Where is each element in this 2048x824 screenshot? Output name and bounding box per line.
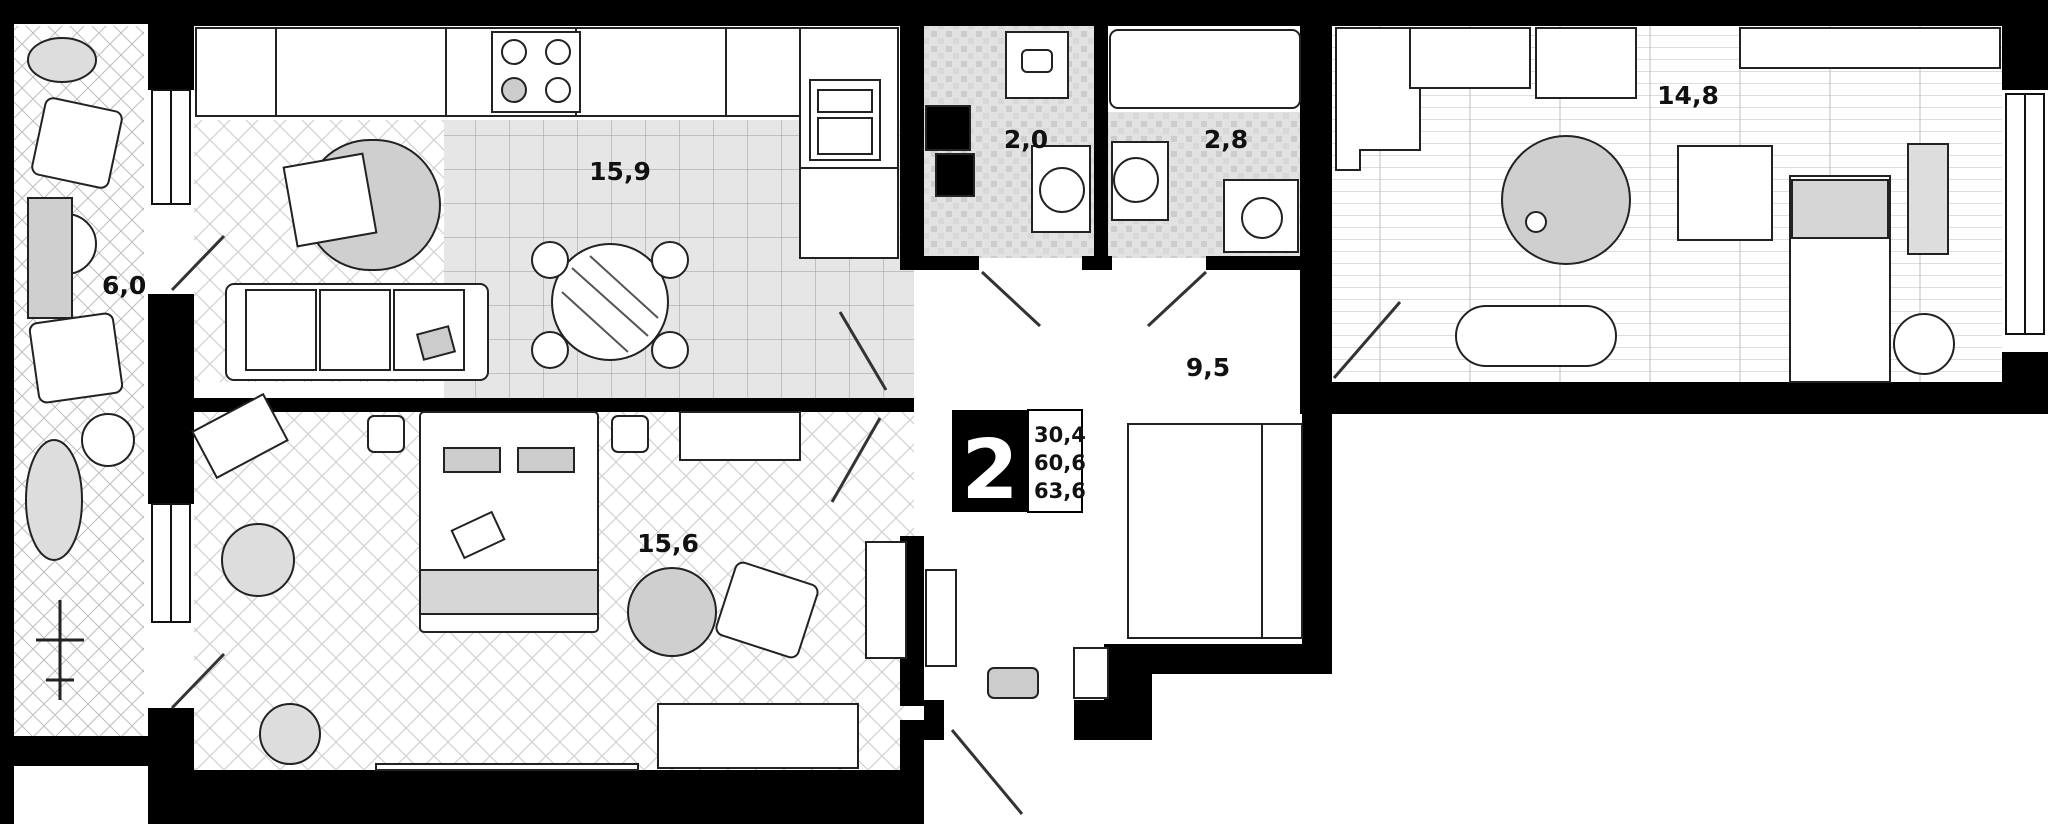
living-area: 30,4 bbox=[1034, 423, 1086, 447]
total-with-balcony: 63,6 bbox=[1034, 479, 1086, 503]
rooms-count: 2 bbox=[961, 423, 1018, 518]
toilet-fixtures bbox=[925, 31, 1091, 233]
area-balcony: 6,0 bbox=[102, 271, 146, 300]
area-bedroom-right: 14,8 bbox=[1657, 81, 1719, 110]
coffee-table bbox=[282, 152, 378, 248]
bed-left bbox=[367, 411, 649, 633]
area-bedroom-left: 15,6 bbox=[637, 529, 699, 558]
area-kitchen-living: 15,9 bbox=[589, 157, 651, 186]
hall-furniture bbox=[925, 423, 1303, 699]
area-bathroom: 2,8 bbox=[1204, 125, 1248, 154]
summary-badge: 2 30,4 60,6 63,6 bbox=[952, 409, 1086, 518]
bathroom-fixtures bbox=[1109, 29, 1301, 253]
area-toilet: 2,0 bbox=[1004, 125, 1048, 154]
sink-kitchen bbox=[809, 79, 881, 161]
total-area: 60,6 bbox=[1034, 451, 1086, 475]
stove bbox=[491, 31, 581, 113]
windows bbox=[151, 89, 2045, 623]
area-hall: 9,5 bbox=[1186, 353, 1230, 382]
sofa bbox=[225, 283, 489, 381]
bedroom-left-furniture bbox=[191, 392, 907, 771]
dining-table bbox=[531, 241, 689, 369]
doors bbox=[170, 234, 1402, 815]
balcony-furniture bbox=[25, 37, 135, 700]
bedroom-right-furniture bbox=[1335, 27, 2001, 383]
